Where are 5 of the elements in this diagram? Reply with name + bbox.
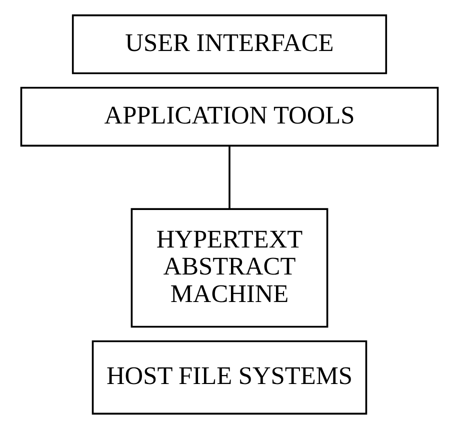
connector [228,146,230,209]
node-box: HOST FILE SYSTEMS [92,340,368,415]
node-box: HYPERTEXT ABSTRACT MACHINE [130,208,328,328]
node-box: APPLICATION TOOLS [20,86,439,147]
node-box: USER INTERFACE [72,14,388,74]
